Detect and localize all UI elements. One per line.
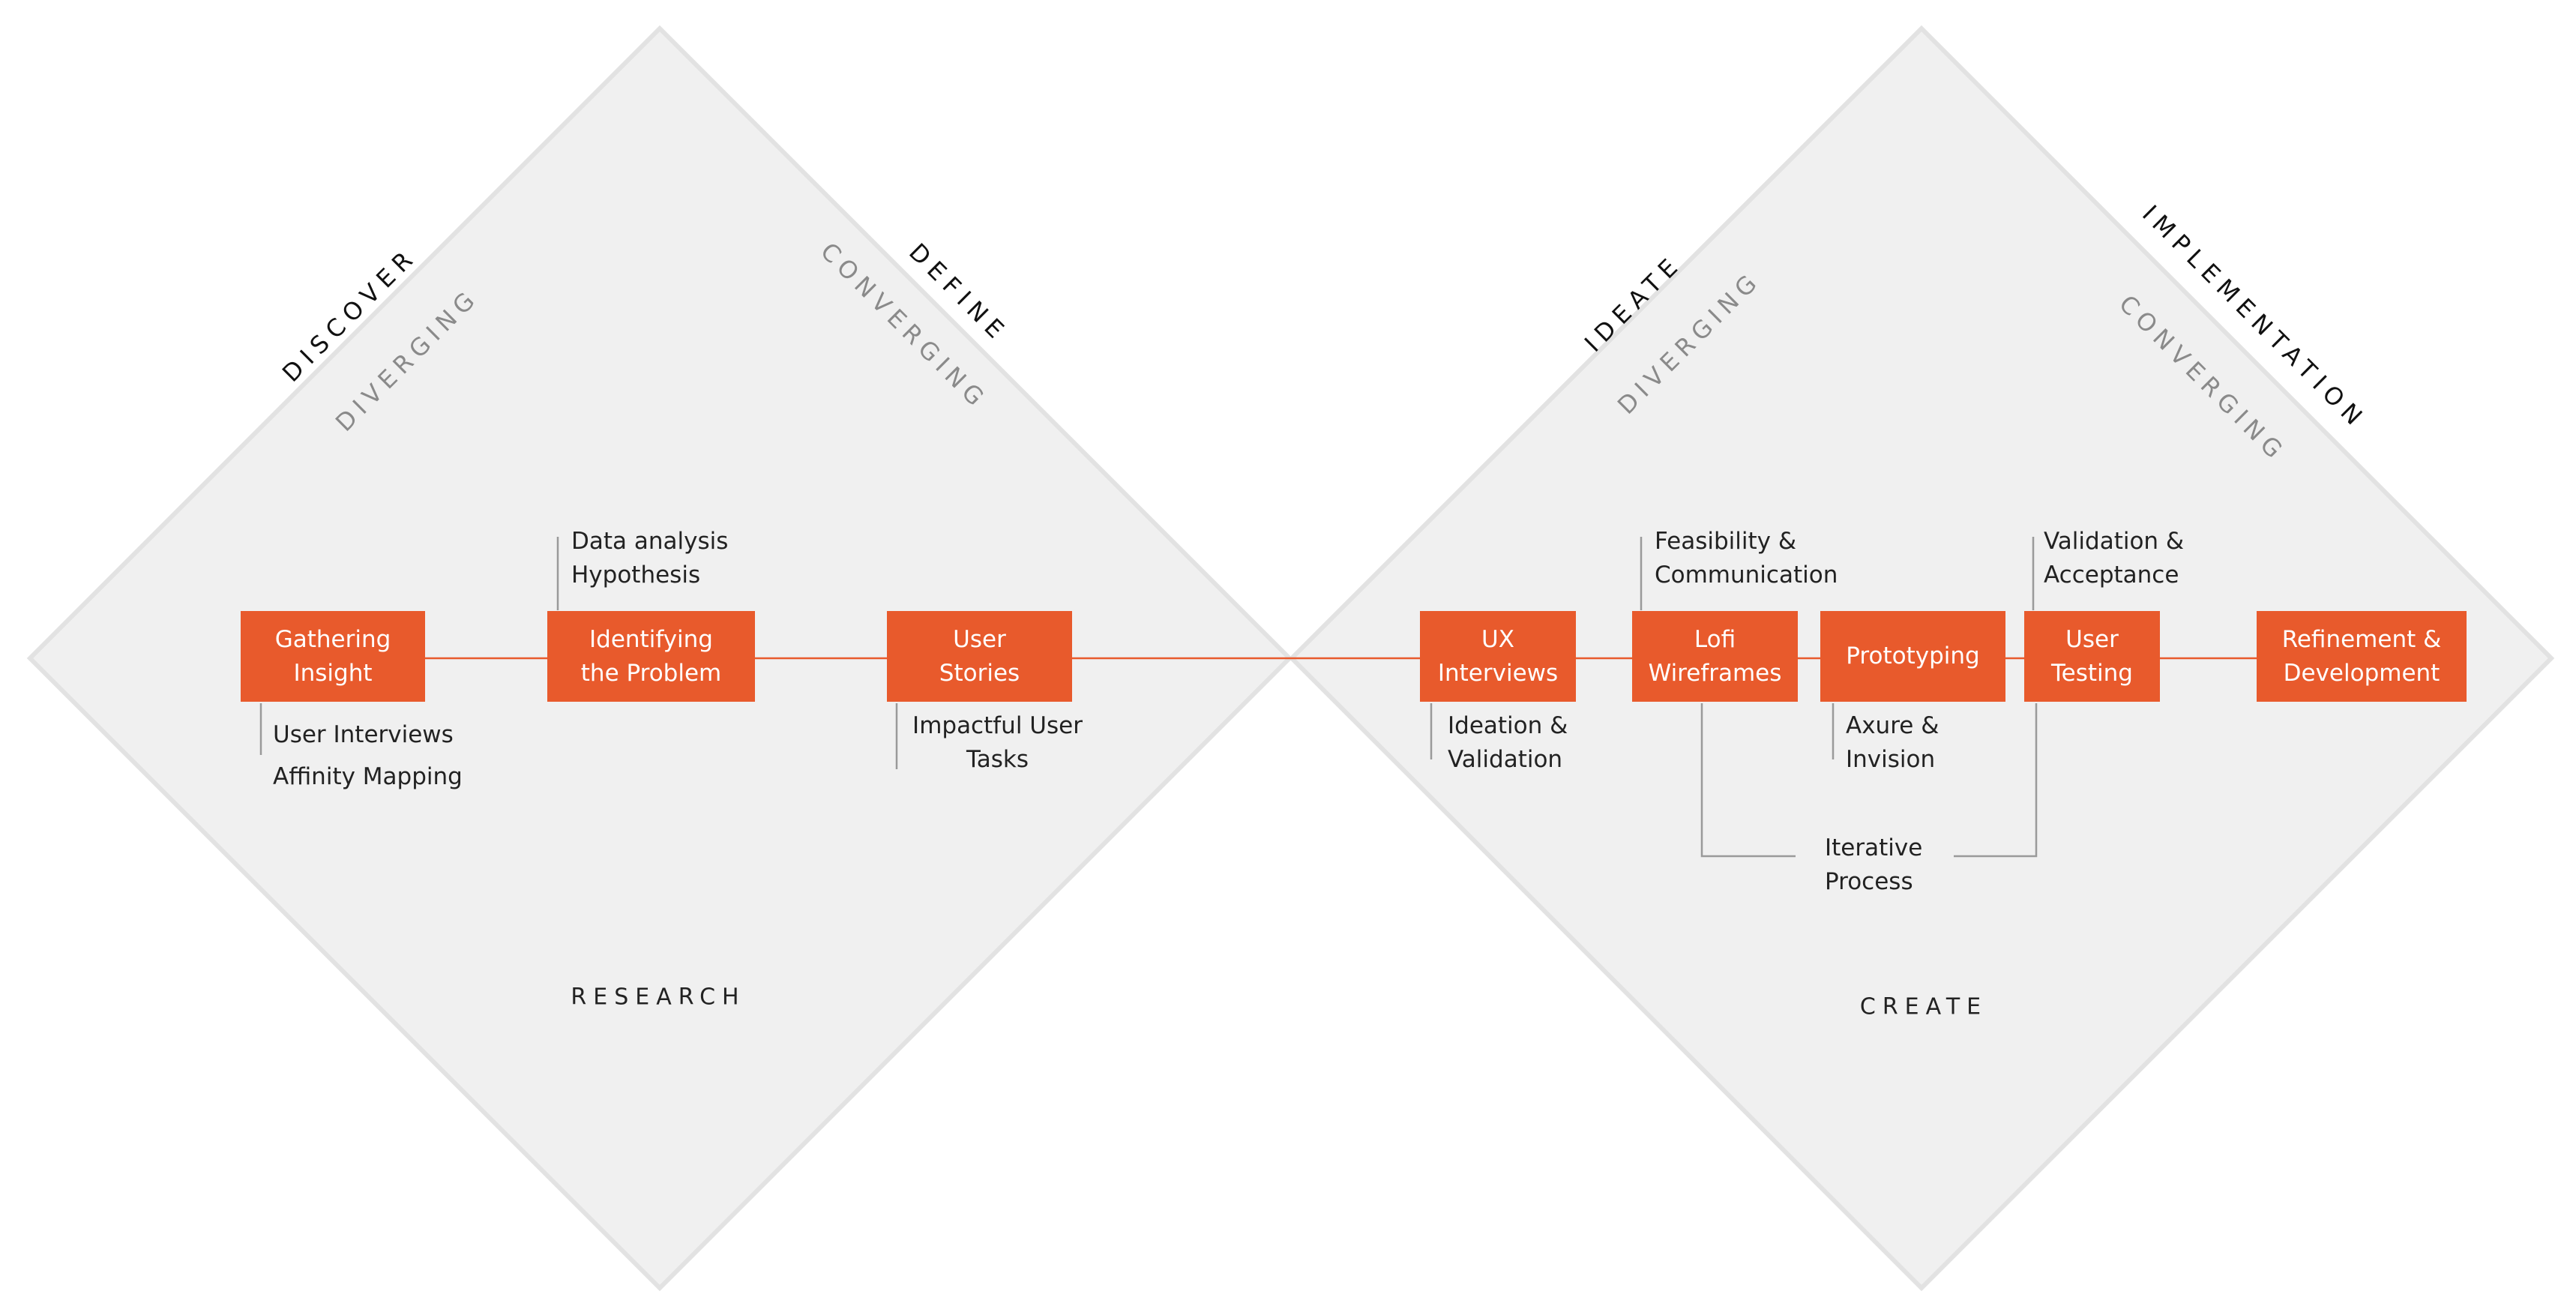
step-user-stories: User Stories	[887, 611, 1072, 702]
step-refinement-development: Refinement & Development	[2257, 611, 2467, 702]
note-impactful-user-tasks: Impactful User Tasks	[912, 712, 1083, 773]
step-ux-interviews: UX Interviews	[1420, 611, 1576, 702]
note-affinity-mapping: Affinity Mapping	[273, 763, 463, 790]
iterative-loop-left	[1700, 703, 1796, 858]
step-user-testing: User Testing	[2024, 611, 2160, 702]
annotation-connectors	[259, 537, 2038, 858]
step-gathering-insight: Gathering Insight	[241, 611, 425, 702]
note-axure-invision: Axure & Invision	[1846, 712, 1939, 773]
note-validation-acceptance: Validation & Acceptance	[2044, 528, 2185, 589]
note-feasibility-communication: Feasibility & Communication	[1655, 528, 1838, 589]
note-ideation-validation: Ideation & Validation	[1448, 712, 1568, 773]
note-user-interviews: User Interviews	[273, 721, 454, 748]
iterative-loop-right	[1954, 703, 2038, 858]
step-identifying-the-problem: Identifying the Problem	[547, 611, 755, 702]
section-label-research: RESEARCH	[571, 984, 746, 1011]
note-data-analysis-hypothesis: Data analysis Hypothesis	[571, 528, 729, 589]
step-lofi-wireframes: Lofi Wireframes	[1632, 611, 1798, 702]
step-prototyping: Prototyping	[1820, 611, 2005, 702]
note-iterative-process: Iterative Process	[1825, 834, 1923, 895]
section-label-create: CREATE	[1859, 993, 1988, 1020]
